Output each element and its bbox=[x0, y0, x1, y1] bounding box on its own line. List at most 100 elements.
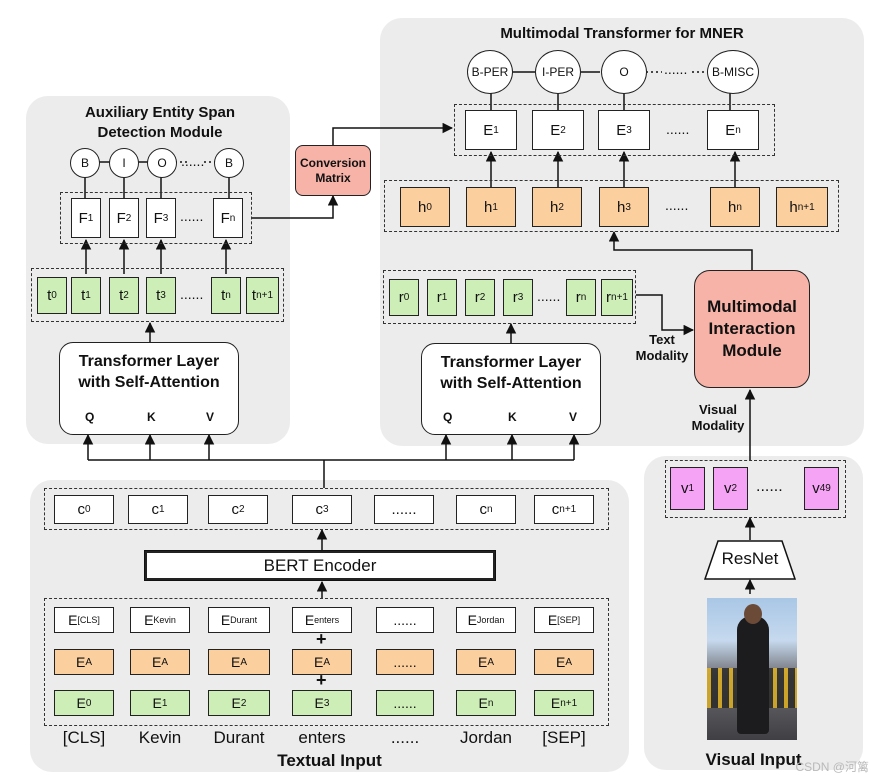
hidden-dots: ...... bbox=[665, 197, 689, 213]
c-row bbox=[44, 488, 609, 530]
plus-sign-2: + bbox=[316, 670, 327, 690]
c-dots: ...... bbox=[391, 501, 417, 518]
text-modality-label: Text Modality bbox=[635, 332, 689, 363]
pos-emb-dots: ...... bbox=[393, 695, 417, 711]
r-dots: ...... bbox=[537, 288, 561, 304]
plus-sign-1: + bbox=[316, 629, 327, 649]
r0-label: r bbox=[398, 289, 404, 306]
hidden-h2-label: h bbox=[550, 198, 559, 216]
transformer-right-k: K bbox=[508, 410, 517, 424]
token-emb-jordan-sub: Jordan bbox=[476, 615, 505, 625]
emission-e1-sub: 1 bbox=[493, 124, 499, 136]
seg-emb-0-label: E bbox=[75, 654, 86, 670]
transformer-layer-left: Transformer Layer with Self-Attention Q … bbox=[59, 342, 239, 435]
token-emb-cls: E[CLS] bbox=[54, 607, 114, 633]
rn-sub: n bbox=[580, 292, 587, 303]
f2-sub: 2 bbox=[125, 212, 132, 224]
t-row bbox=[31, 268, 284, 322]
t2-sub: 2 bbox=[123, 290, 129, 301]
hidden-h0-label: h bbox=[418, 198, 427, 216]
t-dots: ...... bbox=[180, 286, 204, 302]
aux-title: Auxiliary Entity Span Detection Module bbox=[84, 104, 236, 141]
token-emb-kevin-sub: Kevin bbox=[153, 615, 176, 625]
seg-emb-2-label: E bbox=[230, 654, 241, 670]
t3-label: t bbox=[156, 287, 161, 304]
seg-emb-2-sub: A bbox=[240, 656, 247, 668]
t1-sub: 1 bbox=[85, 290, 91, 301]
cn-sub: n bbox=[486, 504, 493, 515]
multimodal-interaction-module: Multimodal Interaction Module bbox=[694, 270, 810, 388]
transformer-left-k: K bbox=[147, 410, 156, 424]
c2-sub: 2 bbox=[238, 504, 245, 515]
multimodal-interaction-label: Multimodal Interaction Module bbox=[707, 297, 797, 360]
token-emb-kevin-label: E bbox=[144, 612, 154, 628]
t0-label: t bbox=[47, 287, 52, 304]
hidden-h1-sub: 1 bbox=[492, 201, 498, 213]
r2-label: r bbox=[474, 289, 480, 306]
aux-label-o-circle: O bbox=[147, 148, 177, 178]
pos-emb-0-sub: 0 bbox=[85, 697, 92, 709]
emission-dots: ...... bbox=[666, 121, 690, 137]
seg-emb-1-label: E bbox=[151, 654, 162, 670]
hidden-hn-label: h bbox=[728, 198, 737, 216]
token-emb-enters-label: E bbox=[304, 612, 315, 628]
resnet-label: ResNet bbox=[721, 549, 779, 568]
v1-label: v bbox=[680, 480, 689, 497]
word-jordan: Jordan bbox=[460, 728, 512, 747]
cn1-label: c bbox=[551, 501, 560, 518]
r3-label: r bbox=[512, 289, 518, 306]
aux-label-dots: ...... bbox=[181, 153, 205, 169]
seg-emb-4-label: E bbox=[477, 654, 488, 670]
r1-label: r bbox=[436, 289, 442, 306]
token-emb-dots: ...... bbox=[393, 612, 417, 628]
visual-input-photo bbox=[707, 598, 797, 740]
mner-title: Multimodal Transformer for MNER bbox=[500, 25, 744, 42]
c1-sub: 1 bbox=[158, 504, 165, 515]
seg-emb-3-sub: A bbox=[323, 656, 330, 668]
f1-label: F bbox=[78, 209, 88, 227]
emission-e3-label: E bbox=[616, 121, 627, 139]
seg-emb-dots-box: ...... bbox=[376, 649, 434, 675]
c2-label: c bbox=[231, 501, 239, 518]
tn-label: t bbox=[221, 287, 226, 304]
emission-row bbox=[454, 104, 775, 156]
tn-sub: n bbox=[225, 290, 231, 301]
v2-sub: 2 bbox=[731, 483, 738, 494]
pos-emb-n1-label: E bbox=[550, 695, 561, 711]
emission-en-label: E bbox=[725, 121, 736, 139]
cn1-sub: n+1 bbox=[559, 504, 577, 515]
word-enters: enters bbox=[298, 728, 346, 747]
conversion-matrix-label: Conversion Matrix bbox=[300, 155, 367, 185]
cn-label: c bbox=[479, 501, 487, 518]
emission-e2-sub: 2 bbox=[560, 124, 566, 136]
token-emb-enters-sub: enters bbox=[314, 615, 340, 625]
transformer-layer-right: Transformer Layer with Self-Attention Q … bbox=[421, 343, 601, 435]
emission-e3-sub: 3 bbox=[626, 124, 632, 136]
f1-sub: 1 bbox=[87, 212, 94, 224]
fn-label: F bbox=[220, 209, 230, 227]
r1-sub: 1 bbox=[441, 292, 448, 303]
seg-emb-1-sub: A bbox=[161, 656, 168, 668]
pos-emb-n1-sub: n+1 bbox=[560, 697, 578, 709]
token-emb-jordan-label: E bbox=[467, 612, 477, 628]
hidden-h2-sub: 2 bbox=[558, 201, 564, 213]
token-emb-sep-label: E bbox=[547, 612, 558, 628]
c3-sub: 3 bbox=[322, 504, 329, 515]
